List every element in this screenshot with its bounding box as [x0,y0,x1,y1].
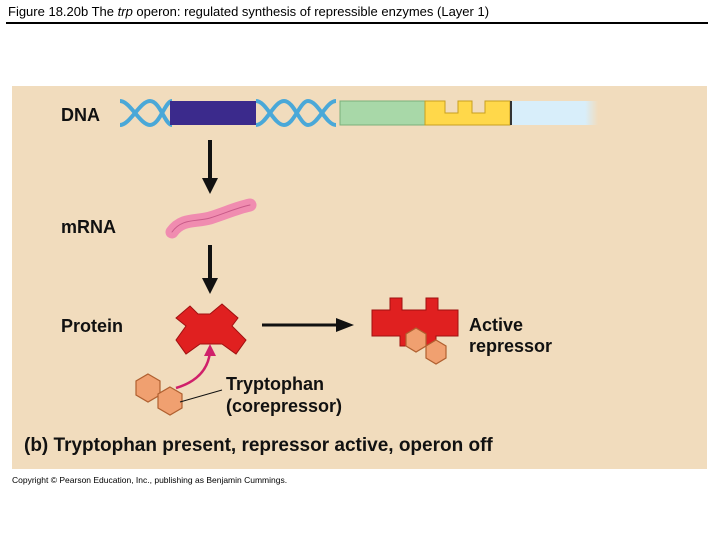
arrow-dna-to-mrna [202,140,218,194]
figure-title-prefix: Figure 18.20b The [8,4,118,19]
tryptophan-binding-arrow [175,344,216,390]
panel-caption: (b) Tryptophan present, repressor active… [24,435,493,456]
label-mrna: mRNA [61,217,117,237]
arrow-mrna-to-protein [202,245,218,294]
arrow-protein-to-active [262,318,354,332]
diagram-panel [12,86,707,469]
label-active-repressor-line2: repressor [469,336,553,356]
dna-helix-left [119,98,173,128]
tryptophan-free-molecules [135,373,183,416]
label-tryptophan: Tryptophan [226,374,324,394]
title-rule [6,22,708,24]
operon-operator-block [424,100,511,126]
repressor-active [371,297,459,347]
figure-title: Figure 18.20b The trp operon: regulated … [8,4,489,19]
tryptophan-pointer-line [179,389,223,403]
repressor-protein-inactive [175,303,247,355]
mrna-outline [171,204,251,233]
figure-title-italic: trp [117,4,133,19]
figure-title-suffix: operon: regulated synthesis of repressib… [132,4,490,19]
label-protein: Protein [61,316,124,336]
label-dna: DNA [61,105,100,125]
label-corepressor: (corepressor) [226,396,343,416]
dna-helix-middle [255,98,337,128]
copyright-notice: Copyright © Pearson Education, Inc., pub… [12,475,288,485]
mrna-strand [165,198,257,239]
tryptophan-bound-molecules [405,327,447,365]
label-active-repressor-line1: Active [469,315,524,335]
operon-promoter-block [339,100,426,126]
operon-gene-block [512,101,598,125]
regulatory-gene-block [170,101,256,125]
